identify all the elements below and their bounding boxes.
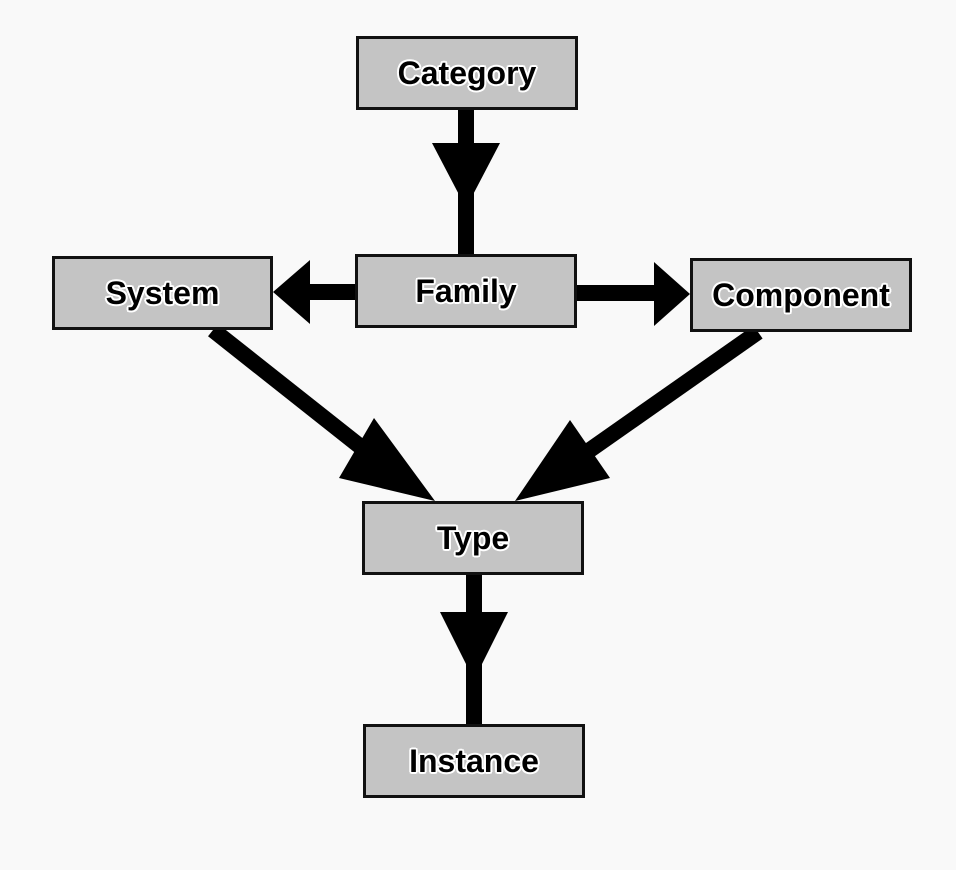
edge-system-type-arrowhead [339, 418, 435, 501]
edge-family-system [273, 260, 355, 324]
edge-component-type-arrowhead [515, 420, 610, 501]
edge-type-instance [440, 575, 508, 724]
node-system: System [52, 256, 273, 330]
node-component-label: Component [712, 276, 890, 313]
edge-category-family-arrowhead [432, 143, 500, 208]
node-system-label: System [105, 274, 220, 311]
node-type-label: Type [436, 519, 510, 556]
edge-type-instance-arrowhead [440, 612, 508, 680]
edge-family-component-arrowhead [654, 262, 690, 326]
node-category: Category [356, 36, 578, 110]
edge-family-component [577, 262, 690, 326]
edge-component-type [515, 325, 763, 501]
node-category-label: Category [397, 54, 537, 91]
edge-category-family [432, 110, 500, 254]
node-family-label: Family [415, 272, 517, 309]
node-instance-label: Instance [409, 742, 539, 779]
edge-family-system-arrowhead [273, 260, 310, 324]
node-instance: Instance [363, 724, 585, 798]
node-type: Type [362, 501, 584, 575]
node-component: Component [690, 258, 912, 332]
edge-system-type [208, 323, 435, 501]
node-family: Family [355, 254, 577, 328]
